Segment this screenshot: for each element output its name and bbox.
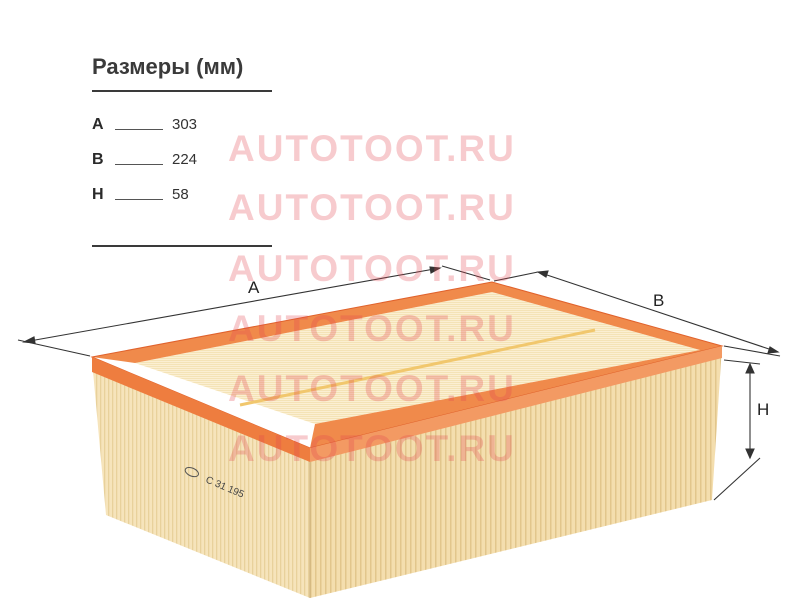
dimension-label-b: B <box>653 291 664 310</box>
filter-right-side <box>310 346 722 598</box>
filter-frame <box>92 282 722 448</box>
media-seam <box>239 328 596 407</box>
spec-divider <box>92 245 272 247</box>
filter-front-side <box>92 360 310 598</box>
filter-top-media <box>135 292 700 424</box>
leader-line <box>115 164 163 165</box>
dimension-value: 303 <box>172 116 198 133</box>
page-title: Размеры (мм) <box>92 54 244 79</box>
dimension-b <box>493 270 781 357</box>
dimension-h <box>713 359 761 501</box>
dimension-letter: H <box>92 186 104 203</box>
frame-lip-front <box>92 357 310 462</box>
dimension-a <box>17 265 491 357</box>
dimension-letter: A <box>92 116 104 133</box>
leader-line <box>115 199 163 200</box>
leader-line <box>115 129 163 130</box>
dimension-label-h: H <box>757 400 769 419</box>
dimension-letter: B <box>92 151 104 168</box>
dimension-value: 224 <box>172 151 198 168</box>
dimension-label-a: A <box>248 278 260 297</box>
dimension-value: 58 <box>172 186 189 203</box>
frame-lip-right <box>310 346 722 462</box>
title-divider <box>92 90 272 92</box>
